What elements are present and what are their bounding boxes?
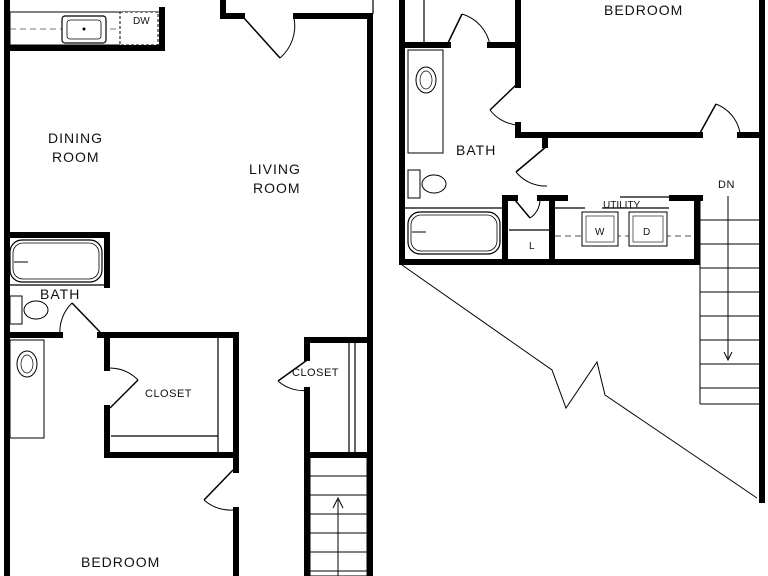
washer-label: W — [595, 227, 605, 238]
stairs-up — [309, 456, 368, 576]
right-unit-walls — [399, 0, 765, 503]
left-thin-lines — [10, 0, 374, 452]
utility-label: UTILITY — [603, 200, 641, 211]
right-bath-fixtures — [407, 49, 501, 255]
closet-right-label: CLOSET — [292, 367, 339, 379]
left-unit-walls — [4, 0, 373, 576]
vanity-right — [407, 49, 444, 154]
bath-left-label: BATH — [40, 286, 80, 302]
living-room-label-line1: LIVING — [249, 161, 301, 177]
laundry: W D — [581, 211, 668, 247]
linen-label: L — [529, 241, 535, 252]
right-thin-lines — [405, 0, 694, 237]
bedroom-bottom-label: BEDROOM — [81, 554, 160, 570]
toilet-right — [421, 174, 447, 194]
left-bath-door — [59, 302, 101, 336]
stairs-up-label: UP — [330, 574, 346, 576]
bathtub-left — [9, 239, 103, 283]
toilet-tank-left — [9, 295, 23, 325]
right-closet-door — [277, 357, 311, 392]
toilet-left — [23, 300, 49, 320]
roof-break-line — [401, 264, 758, 499]
stairs-down — [699, 196, 761, 405]
dishwasher-label: DW — [133, 16, 150, 27]
bedroom-door-bottom — [203, 469, 234, 511]
left-bath-fixtures — [9, 239, 103, 439]
washer — [581, 211, 619, 247]
room-labels: DINING ROOM LIVING ROOM BATH CLOSET CLOS… — [40, 2, 735, 576]
stairs-down-label: DN — [718, 179, 735, 191]
dryer-label: D — [643, 227, 650, 238]
bath-right-label: BATH — [456, 142, 496, 158]
right-unit-doors — [447, 13, 741, 219]
dishwasher — [119, 11, 159, 46]
dining-room-label-line2: ROOM — [52, 149, 100, 165]
dining-room-label-line1: DINING — [48, 130, 103, 146]
left-closet-door — [109, 367, 139, 409]
bedroom-top-label: BEDROOM — [604, 2, 683, 18]
kitchen-counter: DW — [9, 11, 161, 46]
front-door — [243, 17, 296, 59]
bathtub-right — [407, 211, 501, 255]
toilet-tank-right — [407, 169, 421, 199]
closet-left-label: CLOSET — [145, 388, 192, 400]
dryer — [628, 211, 668, 247]
living-room-label-line2: ROOM — [253, 180, 301, 196]
